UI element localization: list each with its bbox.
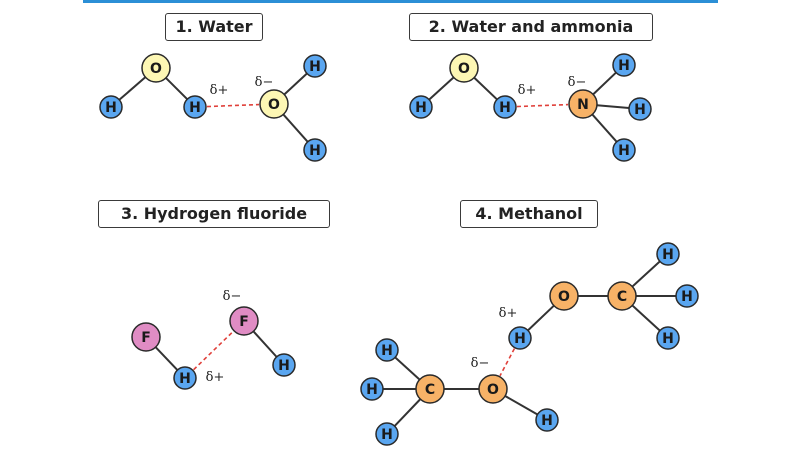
atom-label-p4-c2: C: [425, 382, 435, 398]
bond-p4-o2-h7: [504, 395, 538, 416]
panel-title-water-and-ammonia: 2. Water and ammonia: [409, 13, 653, 41]
atom-label-p2-n1: N: [577, 97, 589, 113]
hydrogen-bond-p1: [206, 103, 260, 108]
atom-label-p1-h4: H: [309, 143, 321, 159]
atom-label-p3-f1: F: [141, 330, 151, 346]
atom-label-p4-h2: H: [681, 289, 693, 305]
atom-o-p4-o2: [478, 374, 508, 404]
bond-p4-c1-h3: [631, 304, 661, 332]
bond-p2-n1-h3: [592, 71, 617, 96]
atom-h-p4-h6: [375, 422, 399, 446]
atom-h-p2-h1: [409, 95, 433, 119]
top-accent-rule: [83, 0, 718, 3]
atom-label-p2-h1: H: [415, 100, 427, 116]
atom-h-p4-h4: [375, 338, 399, 362]
atom-o-p4-o1: [549, 281, 579, 311]
atom-label-p2-h5: H: [618, 143, 630, 159]
atom-label-p1-o2: O: [268, 97, 280, 113]
atom-label-p3-h2: H: [278, 358, 290, 374]
atom-label-p1-h2: H: [189, 100, 201, 116]
atom-h-p2-h5: [612, 138, 636, 162]
panel-title-water: 1. Water: [165, 13, 263, 41]
bond-p4-c2-h4: [394, 356, 421, 381]
atom-label-p4-h6: H: [381, 427, 393, 443]
bond-p3-f2-h2: [252, 330, 278, 358]
partial-charge-p4-0: δ+: [499, 306, 518, 321]
atom-h-p3-h2: [272, 353, 296, 377]
partial-charge-p2-0: δ+: [518, 83, 537, 98]
atom-h-p2-h4: [628, 97, 652, 121]
atom-label-p4-o1: O: [558, 289, 570, 305]
partial-charge-p3-1: δ+: [206, 370, 225, 385]
bond-p1-o1-h2: [165, 77, 188, 100]
partial-charge-p1-1: δ−: [255, 75, 274, 90]
atom-label-p4-h1: H: [662, 247, 674, 263]
bonds-layer: [118, 71, 676, 427]
partial-charges-layer: δ+ δ− δ+ δ− δ− δ+ δ+ δ−: [206, 75, 587, 385]
atom-label-p3-h1: H: [179, 371, 191, 387]
atom-o-p1-o2: [259, 89, 289, 119]
bond-p3-f1-h1: [154, 346, 179, 371]
atom-h-p2-h3: [612, 53, 636, 77]
panel-title-hydrogen-fluoride: 3. Hydrogen fluoride: [98, 200, 330, 228]
atom-label-p1-h3: H: [309, 59, 321, 75]
atom-label-p4-h5: H: [366, 382, 378, 398]
partial-charge-p4-1: δ−: [471, 356, 490, 371]
atom-o-p1-o1: [141, 53, 171, 83]
bond-p2-o1-h2: [473, 76, 498, 101]
hydrogen-bond-p4: [499, 348, 516, 377]
atom-label-p1-o1: O: [150, 61, 162, 77]
partial-charge-p2-1: δ−: [568, 75, 587, 90]
atom-h-p4-h3: [656, 326, 680, 350]
atom-label-p3-f2: F: [239, 314, 249, 330]
atom-f-p3-f1: [131, 322, 161, 352]
atom-label-p4-h7: H: [541, 413, 553, 429]
bond-p2-n1-h4: [596, 104, 630, 110]
bond-p2-o1-h1: [428, 76, 455, 101]
atom-label-p4-c1: C: [617, 289, 627, 305]
atom-h-p1-h3: [303, 54, 327, 78]
hydrogen-bond-p2: [516, 103, 569, 108]
atom-label-p1-h1: H: [105, 100, 117, 116]
atom-label-p4-o2: O: [487, 382, 499, 398]
bond-p1-o2-h4: [282, 113, 309, 143]
atom-h-p1-h2: [183, 95, 207, 119]
atom-label-p4-h4: H: [381, 343, 393, 359]
atom-c-p4-c2: [415, 374, 445, 404]
atom-label-p2-h3: H: [618, 58, 630, 74]
atom-label-p2-h4: H: [634, 102, 646, 118]
panel-title-methanol: 4. Methanol: [460, 200, 598, 228]
atom-o-p2-o1: [449, 53, 479, 83]
partial-charge-p3-0: δ−: [223, 289, 242, 304]
atom-h-p2-h2: [493, 95, 517, 119]
hydrogen-bond-p3: [193, 330, 234, 371]
atoms-layer: O H H O H H O H H N H H H F H F H O C H H H H C H H H O H: [99, 53, 699, 446]
bond-p1-o2-h3: [283, 72, 308, 96]
atom-label-p4-h3: H: [662, 331, 674, 347]
atom-h-p3-h1: [173, 366, 197, 390]
hydrogen-bonds-layer: [193, 103, 569, 377]
atom-h-p4-h7: [535, 408, 559, 432]
atom-n-p2-n1: [568, 89, 598, 119]
atom-h-p4-h2: [675, 284, 699, 308]
atom-c-p4-c1: [607, 281, 637, 311]
atom-h-p1-h1: [99, 95, 123, 119]
bond-p1-o1-h1: [118, 76, 147, 101]
atom-f-p3-f2: [229, 306, 259, 336]
atom-h-p1-h4: [303, 138, 327, 162]
bond-p4-c2-h6: [393, 398, 422, 427]
bond-p2-n1-h5: [591, 113, 618, 143]
bond-p4-o1-h8: [527, 304, 555, 332]
atom-h-p4-h5: [360, 377, 384, 401]
atom-label-p2-h2: H: [499, 100, 511, 116]
partial-charge-p1-0: δ+: [210, 83, 229, 98]
atom-label-p2-o1: O: [458, 61, 470, 77]
atom-h-p4-h1: [656, 242, 680, 266]
atom-h-p4-h8: [508, 326, 532, 350]
atom-label-p4-h8: H: [514, 331, 526, 347]
bond-p4-c1-h1: [631, 260, 661, 288]
